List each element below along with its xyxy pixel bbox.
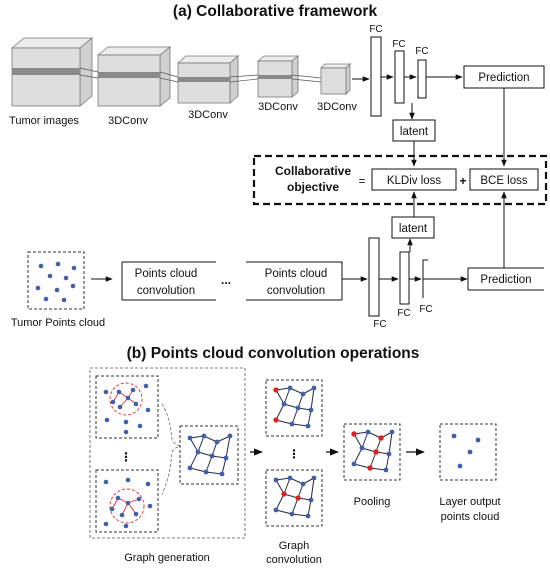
fc-layer-top-3 (417, 59, 427, 99)
label-fc-top-1: FC (369, 24, 382, 35)
fc-layer-bottom-2 (399, 251, 410, 305)
pc-conv-2-line1: Points cloud (265, 268, 328, 280)
fc-layer-bottom-1 (368, 237, 380, 317)
graph-conv-box-bottom (265, 469, 323, 527)
conv-cube-input (10, 37, 94, 107)
conv-cube-4 (320, 63, 351, 95)
graph-conv-bottom-content (273, 475, 317, 519)
prediction-label-top: Prediction (478, 72, 529, 84)
graph-gen-local-top-content (103, 382, 151, 435)
bce-loss-label: BCE loss (480, 175, 528, 187)
vdots-graph-gen: ⋮ (120, 450, 132, 464)
vdots-graph-conv: ⋮ (288, 447, 300, 461)
label-3dconv-2: 3DConv (188, 109, 228, 121)
fc-layer-top-2 (394, 50, 405, 104)
label-fc-bottom-2: FC (397, 308, 410, 319)
prediction-label-bottom: Prediction (480, 274, 531, 286)
pc-conv-1-line2: convolution (137, 285, 195, 297)
conv-cube-2 (176, 55, 240, 104)
latent-label-bottom: latent (399, 223, 428, 235)
fc-layer-top-1 (370, 36, 382, 117)
label-graph-generation: Graph generation (124, 552, 210, 564)
label-graph-conv-line1: Graph (279, 540, 310, 552)
conv-cube-3 (256, 55, 300, 98)
pooling-content (351, 429, 395, 473)
collaborative-objective-frame (252, 154, 548, 206)
graph-conv-box-top (265, 379, 323, 437)
conv-projection-lines (79, 67, 322, 83)
label-graph-conv-line2: convolution (266, 554, 322, 566)
tumor-points-cloud-box (27, 251, 85, 310)
graph-conv-top-content (273, 385, 317, 429)
layer-output-box (439, 423, 497, 481)
label-tumor-images: Tumor images (9, 115, 79, 127)
label-fc-top-2: FC (392, 39, 405, 50)
generated-graph-box (179, 425, 239, 485)
label-3dconv-3: 3DConv (258, 101, 298, 113)
layer-output-nodes (451, 433, 481, 469)
latent-box-bottom (391, 216, 435, 239)
label-layer-output-line1: Layer output (439, 496, 500, 508)
prediction-box-bottom (467, 267, 544, 291)
ellipsis-between-convs: ... (221, 273, 231, 287)
graph-gen-local-bottom (95, 469, 159, 533)
bce-loss-box (469, 168, 539, 191)
graph-generation-panel (89, 367, 246, 539)
equals-sign: = (359, 176, 366, 188)
pc-conv-2-line2: convolution (267, 285, 325, 297)
kldiv-loss-box (371, 168, 457, 191)
pc-conv-box-2 (246, 261, 343, 301)
title-part-b: (b) Points cloud convolution operations (127, 345, 420, 362)
kldiv-loss-label: KLDiv loss (387, 175, 442, 187)
pooling-box (343, 423, 401, 481)
graph-gen-local-bottom-content (103, 477, 153, 529)
label-fc-bottom-1: FC (373, 319, 386, 330)
tumor-points-cloud-nodes (35, 261, 77, 303)
label-pooling: Pooling (354, 496, 391, 508)
generated-graph-content (187, 433, 233, 477)
pc-conv-1-line1: Points cloud (135, 268, 198, 280)
fc-layer-bottom-3 (422, 259, 428, 298)
graph-gen-local-top (95, 375, 159, 439)
graph-gen-brace (161, 403, 182, 495)
pc-conv-box-1 (121, 261, 216, 301)
plus-sign: + (459, 174, 466, 188)
objective-label-line2: objective (287, 180, 339, 194)
label-fc-top-3: FC (415, 46, 428, 57)
objective-label-line1: Collaborative (275, 164, 351, 178)
conv-cube-1 (96, 46, 172, 107)
label-3dconv-1: 3DConv (108, 115, 148, 127)
label-layer-output-line2: points cloud (441, 511, 500, 523)
label-fc-bottom-3: FC (419, 304, 432, 315)
label-3dconv-4: 3DConv (317, 101, 357, 113)
title-part-a: (a) Collaborative framework (173, 3, 378, 20)
label-tumor-points-cloud: Tumor Points cloud (11, 317, 105, 329)
latent-label-top: latent (400, 126, 429, 138)
